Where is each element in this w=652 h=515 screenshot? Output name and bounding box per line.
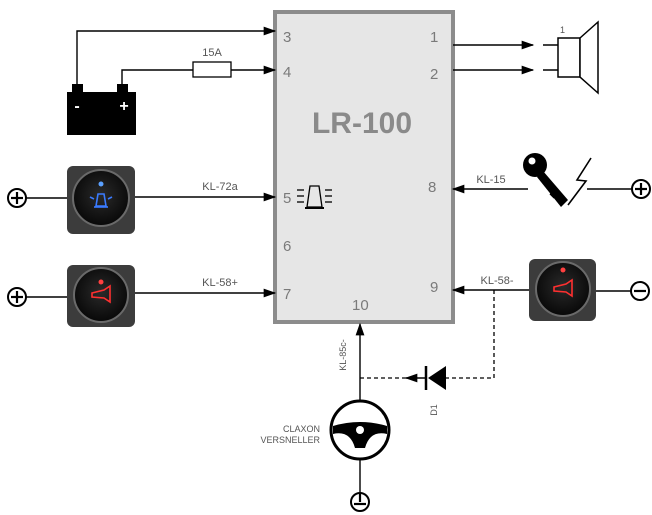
battery-plus-label: + <box>119 98 128 115</box>
horn-switch-right <box>529 259 596 321</box>
pin-10: 10 <box>352 297 369 314</box>
battery-minus-label: - <box>74 98 79 115</box>
pin-1: 1 <box>430 29 438 46</box>
wire-battery-plus-fuse <box>121 69 193 84</box>
fuse-label: 15A <box>202 47 222 59</box>
pin-4: 4 <box>283 64 291 81</box>
fuse <box>192 61 232 78</box>
steering-wheel-icon <box>329 399 391 461</box>
horn-switch-left <box>67 265 135 327</box>
kl85c-label: KL-85c- <box>338 339 348 371</box>
speaker-icon <box>543 20 599 95</box>
pin-7: 7 <box>283 286 291 303</box>
pin-5: 5 <box>283 190 291 207</box>
kl15-label: KL-15 <box>476 174 505 186</box>
horn-icon <box>91 284 111 304</box>
claxon-label: CLAXON <box>283 424 320 434</box>
ground-icon <box>350 492 370 512</box>
battery-icon <box>67 84 136 135</box>
beacon-switch <box>67 166 135 234</box>
lightning-icon <box>567 157 592 206</box>
plus-terminal-icon <box>631 179 651 199</box>
wire-dashed-pin9-diode <box>446 290 495 379</box>
pin-9: 9 <box>430 279 438 296</box>
lr100-module <box>273 10 455 324</box>
key-icon <box>523 153 568 207</box>
kl58plus-label: KL-58+ <box>202 277 238 289</box>
diode-label: D1 <box>429 404 439 416</box>
pin-8: 8 <box>428 179 436 196</box>
pin-6: 6 <box>283 238 291 255</box>
beacon-led-icon <box>89 193 113 208</box>
plus-terminal-icon <box>7 188 27 208</box>
module-title: LR-100 <box>312 107 412 140</box>
diode-icon <box>424 366 446 390</box>
beacon-icon <box>297 185 332 209</box>
wire-battery-minus-pin3 <box>76 26 277 84</box>
minus-terminal-icon <box>630 281 650 301</box>
versneller-label: VERSNELLER <box>260 435 320 445</box>
kl58minus-label: KL-58- <box>480 275 513 287</box>
kl72a-label: KL-72a <box>202 181 238 193</box>
speaker-number: 1 <box>560 25 565 35</box>
plus-terminal-icon <box>7 287 27 307</box>
pin-2: 2 <box>430 66 438 83</box>
horn-icon <box>553 278 573 298</box>
pin-3: 3 <box>283 29 291 46</box>
